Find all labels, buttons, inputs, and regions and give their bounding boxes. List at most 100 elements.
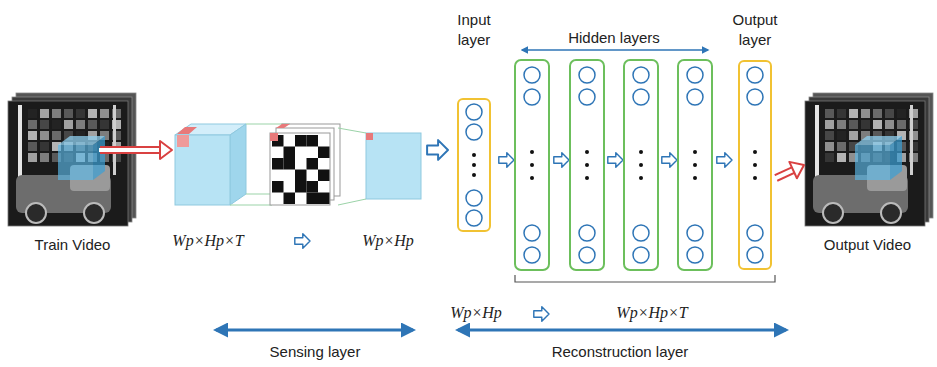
- mosaic-tile: [897, 120, 906, 129]
- wheel: [84, 203, 104, 223]
- ellipsis-dot: [693, 176, 697, 180]
- red-arrows: [99, 141, 172, 159]
- neuron: [579, 247, 595, 263]
- ellipsis-dot: [530, 150, 534, 154]
- mosaic-tile: [40, 153, 49, 162]
- mask-cell: [307, 158, 319, 170]
- mosaic-tile: [52, 109, 61, 118]
- mask-cell: [318, 193, 330, 205]
- layer-heading: Input layer: [443, 10, 505, 50]
- mask-cell: [318, 170, 330, 182]
- flow-arrow: [554, 153, 569, 167]
- highlight-cube: [890, 136, 902, 180]
- flow-arrow: [608, 153, 623, 167]
- mask-patch: [276, 124, 290, 128]
- video-caption: Output Video: [824, 235, 911, 255]
- ellipsis-dot: [639, 163, 643, 167]
- hidden-layer-box: [570, 60, 604, 270]
- neuron: [747, 89, 763, 105]
- video-frame: [805, 101, 925, 226]
- mosaic-tile: [897, 109, 906, 118]
- mask-cell: [295, 135, 307, 147]
- label-anchor: Reconstruction layer: [550, 342, 691, 362]
- neuron: [747, 225, 763, 241]
- range-arrow: [216, 329, 413, 332]
- mosaic-tile: [28, 142, 37, 151]
- neuron: [633, 225, 649, 241]
- mosaic-tile: [40, 120, 49, 129]
- mosaic-tile: [837, 109, 846, 118]
- mosaic-tile: [28, 153, 37, 162]
- mosaic-tile: [28, 120, 37, 129]
- mask-cell: [307, 181, 319, 193]
- input-layer-box: Input layer: [457, 98, 491, 232]
- ellipsis-dot: [639, 150, 643, 154]
- section-label: Reconstruction layer: [550, 342, 691, 362]
- label-anchor: Wp×Hp: [448, 303, 504, 323]
- mosaic-tile: [825, 131, 834, 140]
- neuron: [579, 67, 595, 83]
- arrow-shaft: [776, 170, 793, 178]
- ellipsis-dot: [530, 163, 534, 167]
- mask-cell: [307, 135, 319, 147]
- mosaic-tile: [837, 120, 846, 129]
- layer-heading: Output layer: [724, 10, 786, 50]
- label-anchor: Sensing layer: [268, 342, 363, 362]
- arrow-shaft: [100, 146, 160, 154]
- neuron: [524, 247, 540, 263]
- neuron: [579, 89, 595, 105]
- mosaic-tile: [100, 109, 109, 118]
- ellipsis-dot: [753, 150, 757, 154]
- ellipsis-dot: [753, 163, 757, 167]
- neuron: [687, 225, 703, 241]
- dimension-label: Wp×Hp: [448, 303, 504, 323]
- neuron: [466, 210, 482, 226]
- wheel: [881, 203, 901, 223]
- mosaic-tile: [28, 131, 37, 140]
- ellipsis-dot: [639, 176, 643, 180]
- neuron: [524, 225, 540, 241]
- neuron: [633, 247, 649, 263]
- highlight-cube: [58, 145, 93, 180]
- mosaic-tile: [88, 120, 97, 129]
- mosaic-tile: [52, 120, 61, 129]
- ellipsis-dot: [472, 163, 476, 167]
- video-panel: Train Video: [5, 90, 140, 255]
- arrow-shaft: [99, 148, 161, 152]
- mask-cell: [295, 181, 307, 193]
- neuron: [687, 67, 703, 83]
- mask-patch: [270, 133, 278, 141]
- mosaic-tile: [837, 142, 846, 151]
- wheel: [26, 203, 46, 223]
- neuron: [579, 225, 595, 241]
- span-arrow: [522, 49, 708, 51]
- mask-cell: [284, 158, 296, 170]
- arrow-head: [789, 162, 804, 178]
- output-layer-box: Output layer: [738, 60, 772, 270]
- mask-cell: [272, 181, 284, 193]
- flow-arrow: [662, 153, 677, 167]
- mosaic-tile: [849, 131, 858, 140]
- bracket: [515, 275, 775, 282]
- video-panel: Output Video: [800, 90, 935, 255]
- video-caption: Train Video: [35, 235, 111, 255]
- mosaic-tile: [40, 131, 49, 140]
- neuron: [633, 89, 649, 105]
- neuron: [747, 247, 763, 263]
- mosaic-tile: [76, 109, 85, 118]
- label-anchor: Wp×Hp×T: [170, 231, 245, 251]
- ellipsis-dot: [585, 150, 589, 154]
- dimension-label: Wp×Hp×T: [170, 231, 245, 251]
- ellipsis-dot: [472, 153, 476, 157]
- mosaic-tile: [88, 109, 97, 118]
- coded-image: [338, 128, 421, 205]
- mosaic-tile: [885, 120, 894, 129]
- mosaic-tile: [28, 109, 37, 118]
- mask-cell: [318, 147, 330, 159]
- mosaic-tile: [100, 120, 109, 129]
- arrow-shaft: [775, 170, 794, 179]
- neuron: [524, 89, 540, 105]
- flow-arrow: [295, 234, 310, 248]
- flow-arrow: [534, 307, 549, 321]
